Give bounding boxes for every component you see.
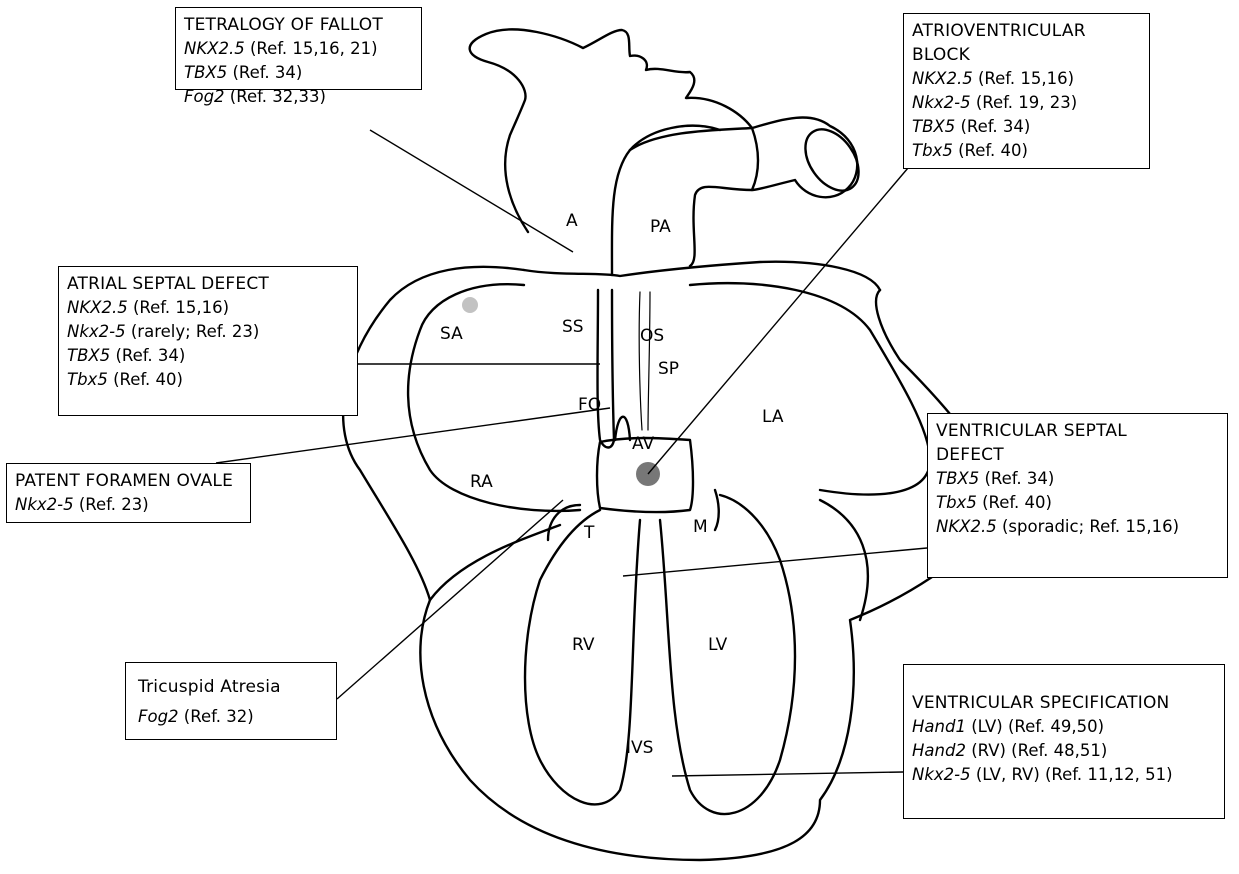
box-ventricular-specification: VENTRICULAR SPECIFICATION Hand1 (LV) (Re… <box>903 664 1225 819</box>
gene-entry: TBX5 (Ref. 34) <box>912 115 1143 139</box>
box-title: TETRALOGY OF FALLOT <box>184 13 415 37</box>
gene-entry: Nkx2-5 (Ref. 19, 23) <box>912 91 1143 115</box>
mitral-valve <box>715 490 719 530</box>
left-outer-ventricle-wall <box>820 500 868 620</box>
gene-entry: Tbx5 (Ref. 40) <box>67 368 351 392</box>
gene-entry: Nkx2-5 (LV, RV) (Ref. 11,12, 51) <box>912 763 1218 787</box>
label-left-atrium: LA <box>762 408 784 426</box>
label-pulmonary-artery: PA <box>650 218 671 236</box>
box-atrioventricular-block: ATRIOVENTRICULAR BLOCK NKX2.5 (Ref. 15,1… <box>903 13 1150 169</box>
box-atrial-septal-defect: ATRIAL SEPTAL DEFECT NKX2.5 (Ref. 15,16)… <box>58 266 358 416</box>
pulmonary-artery-outline <box>630 128 758 266</box>
gene-entry: Fog2 (Ref. 32,33) <box>184 85 415 109</box>
gene-entry: TBX5 (Ref. 34) <box>936 467 1221 491</box>
leader-pfo <box>216 408 610 463</box>
box-title: ATRIAL SEPTAL DEFECT <box>67 272 351 296</box>
left-ventricle <box>660 495 795 814</box>
box-title: ATRIOVENTRICULAR BLOCK <box>912 19 1143 67</box>
gene-entry: Hand1 (LV) (Ref. 49,50) <box>912 715 1218 739</box>
box-title: Tricuspid Atresia <box>138 675 330 699</box>
pulmonary-branch-opening <box>794 120 869 201</box>
septum-primum <box>639 292 642 430</box>
box-title: VENTRICULAR SPECIFICATION <box>912 691 1218 715</box>
box-tetralogy-of-fallot: TETRALOGY OF FALLOT NKX2.5 (Ref. 15,16, … <box>175 7 422 90</box>
label-foramen-ovale: FO <box>578 396 601 414</box>
gene-entry: Fog2 (Ref. 32) <box>138 705 330 729</box>
label-mitral: M <box>693 518 708 536</box>
leader-tof <box>370 130 573 252</box>
sa-node-shading <box>462 297 478 313</box>
label-septum-primum: SP <box>658 360 679 378</box>
gene-entry: Hand2 (RV) (Ref. 48,51) <box>912 739 1218 763</box>
box-title: PATENT FORAMEN OVALE <box>15 469 244 493</box>
right-atrial-outer <box>430 525 560 600</box>
box-patent-foramen-ovale: PATENT FORAMEN OVALE Nkx2-5 (Ref. 23) <box>6 463 251 523</box>
label-right-atrium: RA <box>470 473 493 491</box>
gene-entry: TBX5 (Ref. 34) <box>67 344 351 368</box>
label-interventricular-septum: IVS <box>626 739 653 757</box>
left-atrial-inner-wall <box>690 283 930 494</box>
gene-entry: Nkx2-5 (Ref. 23) <box>15 493 244 517</box>
gene-entry: Tbx5 (Ref. 40) <box>936 491 1221 515</box>
leader-ta <box>337 500 563 699</box>
gene-entry: Tbx5 (Ref. 40) <box>912 139 1143 163</box>
gene-entry: Nkx2-5 (rarely; Ref. 23) <box>67 320 351 344</box>
leader-vsd <box>623 548 927 576</box>
label-aorta: A <box>566 212 578 230</box>
leader-avb <box>648 168 908 474</box>
pulmonary-branch <box>752 117 857 197</box>
box-tricuspid-atresia: Tricuspid Atresia Fog2 (Ref. 32) <box>125 662 337 740</box>
foramen-ovale-flap <box>615 417 630 440</box>
label-left-ventricle: LV <box>708 636 727 654</box>
aorta-inner-right <box>612 126 720 275</box>
label-septum-secundum: SS <box>562 318 584 336</box>
label-sinoatrial: SA <box>440 325 463 343</box>
septum-secundum <box>598 290 615 448</box>
box-title-line-1: VENTRICULAR SEPTAL <box>936 419 1221 443</box>
septum-primum-line-2 <box>648 292 650 430</box>
right-ventricle <box>525 510 640 804</box>
gene-entry: TBX5 (Ref. 34) <box>184 61 415 85</box>
label-ostium-secundum: OS <box>640 327 664 345</box>
gene-entry: NKX2.5 (Ref. 15,16) <box>67 296 351 320</box>
box-title-line-2: DEFECT <box>936 443 1221 467</box>
label-av-node: AV <box>632 435 654 453</box>
label-right-ventricle: RV <box>572 636 595 654</box>
atrial-inner-wall <box>408 284 580 511</box>
box-ventricular-septal-defect: VENTRICULAR SEPTAL DEFECT TBX5 (Ref. 34)… <box>927 413 1228 578</box>
leader-vs <box>672 772 903 776</box>
gene-entry: NKX2.5 (sporadic; Ref. 15,16) <box>936 515 1221 539</box>
heart-outer-contour <box>343 267 994 860</box>
atrial-roof <box>524 262 880 290</box>
gene-entry: NKX2.5 (Ref. 15,16, 21) <box>184 37 415 61</box>
gene-entry: NKX2.5 (Ref. 15,16) <box>912 67 1143 91</box>
label-tricuspid: T <box>584 524 594 542</box>
